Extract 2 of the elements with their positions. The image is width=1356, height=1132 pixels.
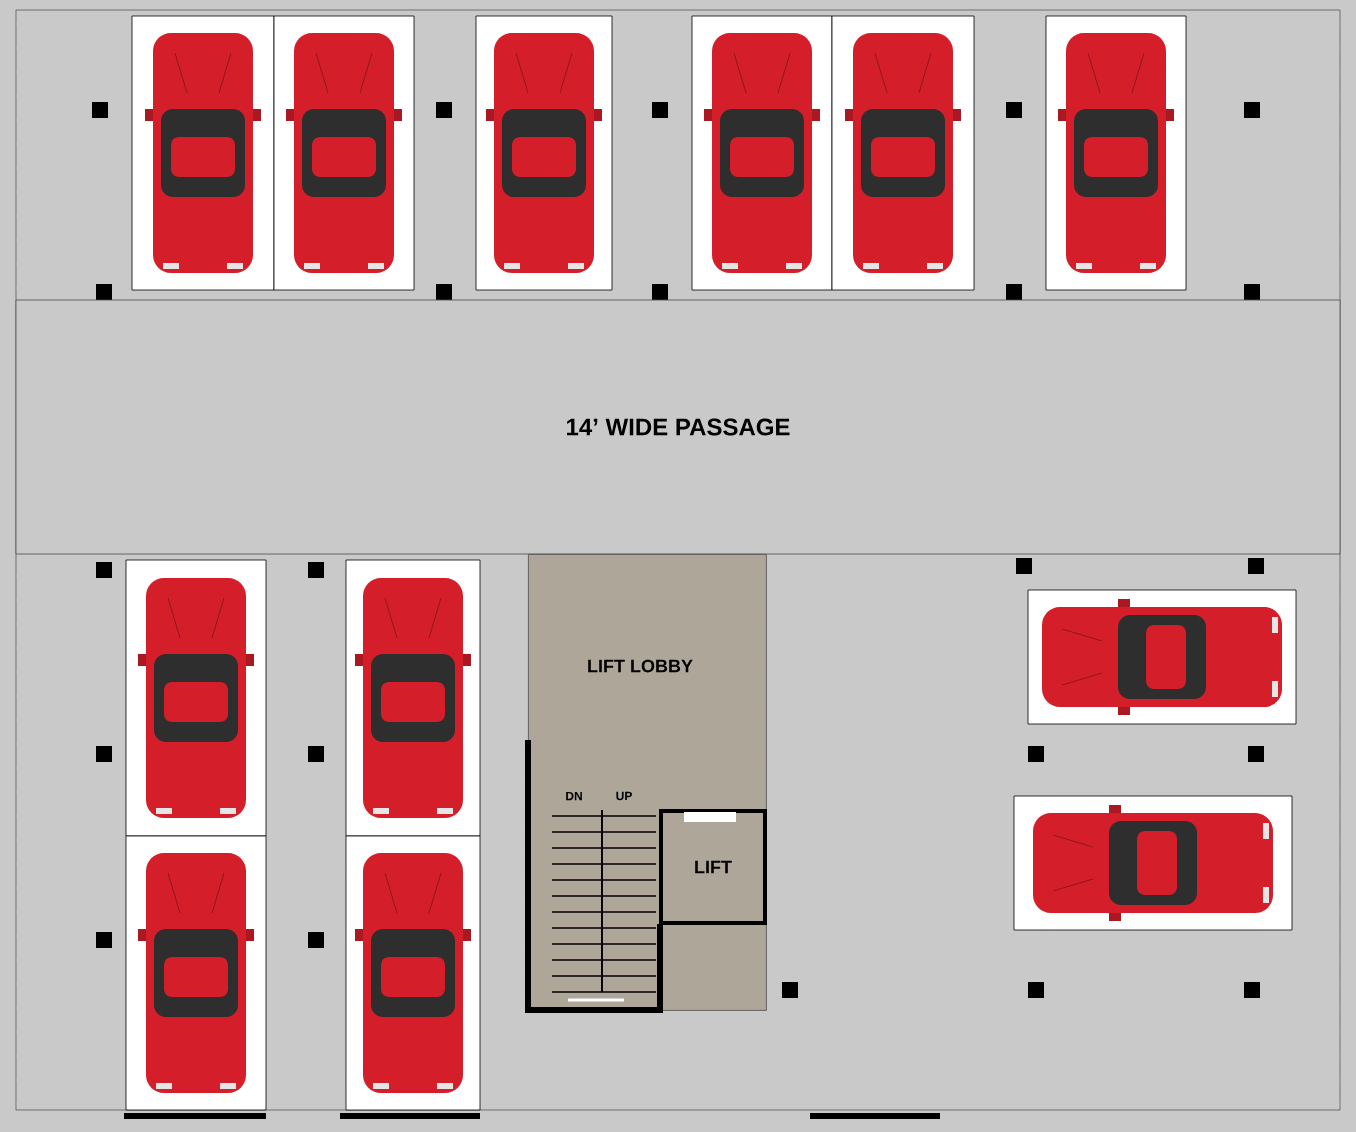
lift-box: LIFT bbox=[659, 809, 767, 925]
passage-band: 14’ WIDE PASSAGE bbox=[15, 299, 1341, 555]
